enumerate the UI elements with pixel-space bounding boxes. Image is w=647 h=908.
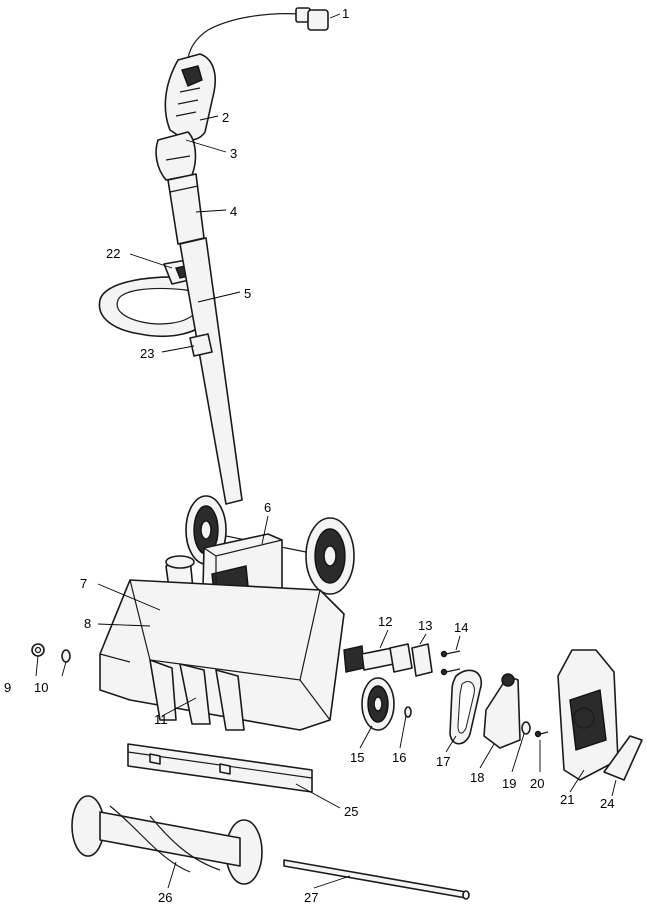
callouts: 1 2 3 4 22 5 23 6 7 8 9 10 11 12 13 14 1… bbox=[4, 6, 614, 905]
part-15-pulley bbox=[361, 677, 395, 731]
callout-20: 20 bbox=[530, 776, 544, 791]
wheel-right bbox=[305, 517, 355, 595]
callout-16: 16 bbox=[392, 750, 406, 765]
part-13-coupling bbox=[411, 643, 433, 677]
part-23-knob bbox=[189, 333, 213, 357]
leader-lines bbox=[35, 13, 617, 889]
part-19-washer bbox=[521, 721, 531, 735]
callout-13: 13 bbox=[418, 618, 432, 633]
callout-10: 10 bbox=[34, 680, 48, 695]
part-4-handle-tube bbox=[167, 173, 205, 245]
part-2-upper-handle bbox=[164, 53, 216, 141]
part-24-scraper bbox=[603, 735, 643, 781]
callout-9: 9 bbox=[4, 680, 11, 695]
callout-6: 6 bbox=[264, 500, 271, 515]
callout-8: 8 bbox=[84, 616, 91, 631]
callout-17: 17 bbox=[436, 754, 450, 769]
callout-1: 1 bbox=[342, 6, 349, 21]
callout-4: 4 bbox=[230, 204, 237, 219]
callout-25: 25 bbox=[344, 804, 358, 819]
part-20-screw bbox=[534, 730, 549, 738]
callout-2: 2 bbox=[222, 110, 229, 125]
callout-19: 19 bbox=[502, 776, 516, 791]
callout-24: 24 bbox=[600, 796, 614, 811]
callout-21: 21 bbox=[560, 792, 574, 807]
part-21-side-cover bbox=[557, 649, 619, 781]
lower-handle-tube bbox=[179, 237, 243, 505]
callout-3: 3 bbox=[230, 146, 237, 161]
callout-11: 11 bbox=[154, 712, 168, 727]
callout-23: 23 bbox=[140, 346, 154, 361]
callout-22: 22 bbox=[106, 246, 120, 261]
part-11-main-housing bbox=[99, 579, 345, 731]
callout-27: 27 bbox=[304, 890, 318, 905]
part-18-plate bbox=[483, 673, 521, 749]
part-17-belt bbox=[449, 669, 483, 745]
callout-14: 14 bbox=[454, 620, 468, 635]
part-1-power-cord bbox=[187, 7, 329, 59]
part-14-screws bbox=[440, 650, 461, 676]
part-10-washer bbox=[61, 649, 71, 663]
part-25-scraper-bar bbox=[127, 743, 313, 793]
callout-7: 7 bbox=[80, 576, 87, 591]
callout-5: 5 bbox=[244, 286, 251, 301]
part-27-shaft bbox=[283, 859, 470, 900]
callout-12: 12 bbox=[378, 614, 392, 629]
callout-15: 15 bbox=[350, 750, 364, 765]
callout-26: 26 bbox=[158, 890, 172, 905]
part-12-motor-shaft bbox=[343, 643, 413, 673]
part-3-switch-trigger bbox=[155, 131, 197, 181]
part-26-auger bbox=[71, 795, 263, 885]
part-16-clip bbox=[404, 706, 412, 718]
part-9-nut bbox=[31, 643, 45, 657]
callout-18: 18 bbox=[470, 770, 484, 785]
